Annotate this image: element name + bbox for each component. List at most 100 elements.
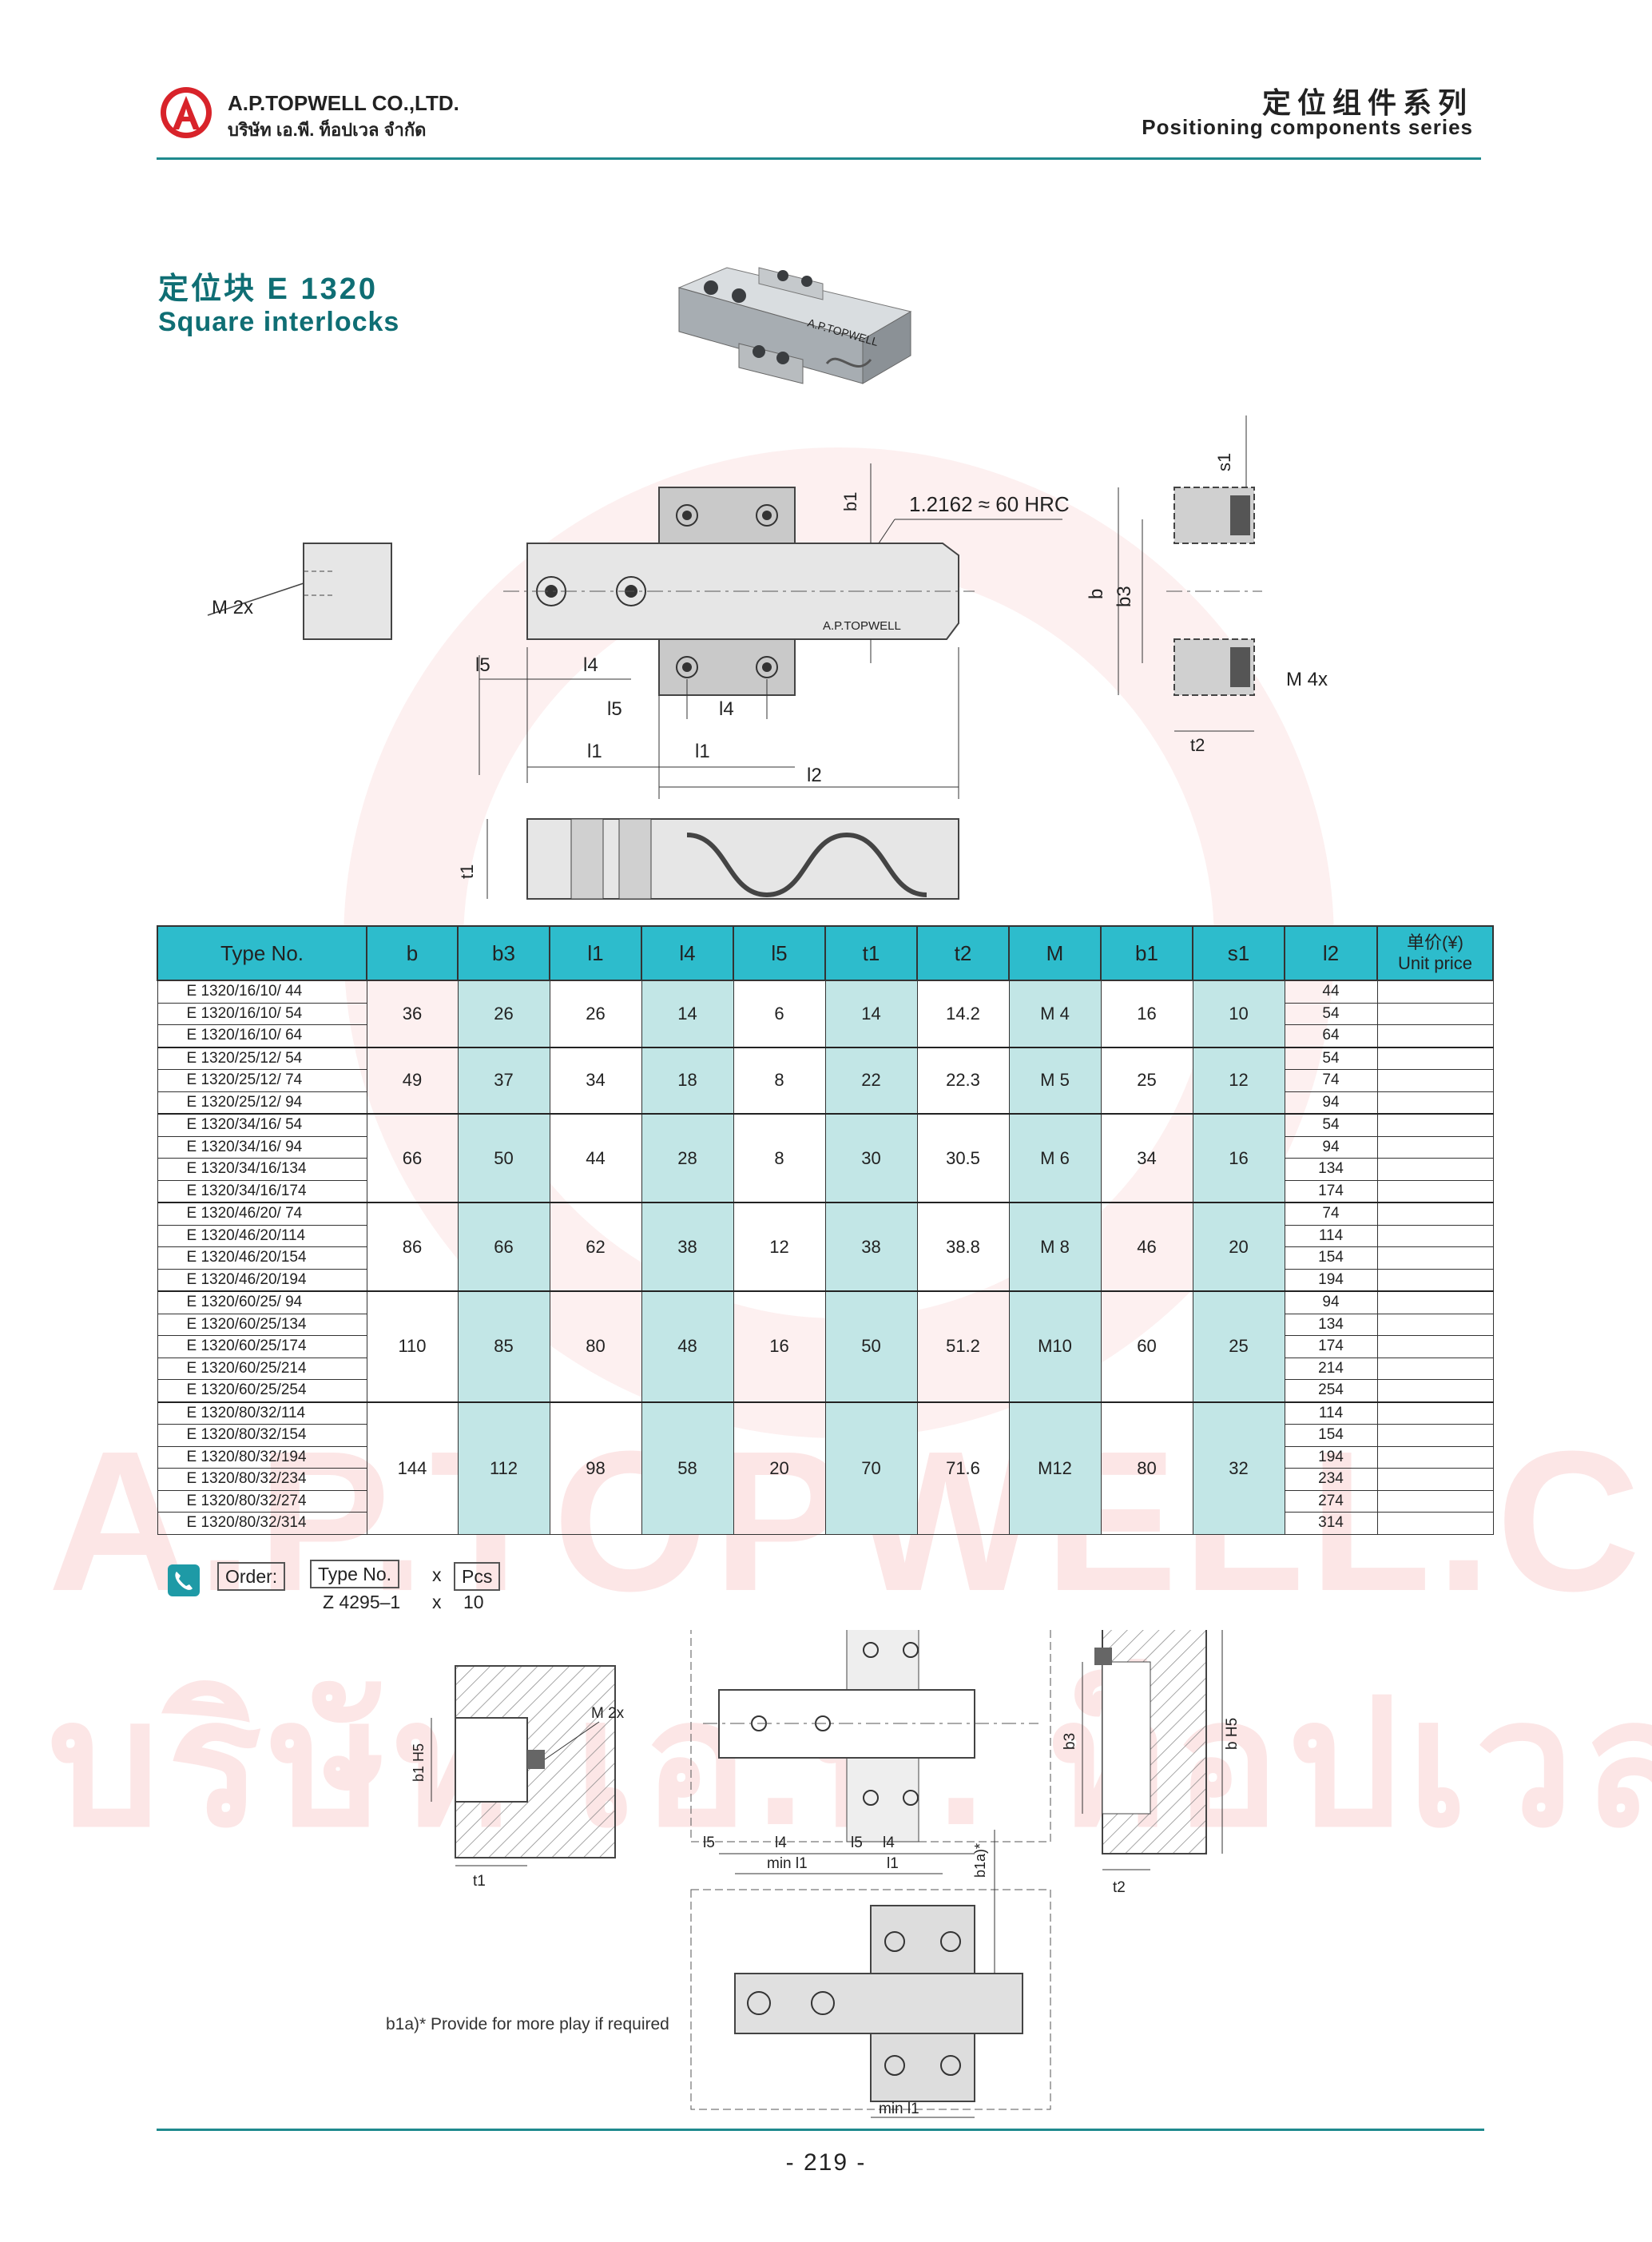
installation-drawing: M 2x b1 H5 t1 l5 l4 l5 l4 min l1 l1 M 4x…: [411, 1630, 1241, 2118]
label-material: 1.2162 ≈ 60 HRC: [909, 492, 1070, 516]
l2-cell: 134: [1284, 1158, 1378, 1181]
svg-text:l4: l4: [775, 1835, 787, 1851]
t1-cell: 14: [824, 980, 918, 1047]
svg-text:b1a)*: b1a)*: [972, 1843, 988, 1878]
l2-cell: 64: [1284, 1024, 1378, 1047]
price-cell: [1376, 1424, 1494, 1447]
t1-cell: 50: [824, 1290, 918, 1402]
t2-cell: 38.8: [916, 1202, 1010, 1292]
l2-cell: 94: [1284, 1290, 1378, 1314]
l2-cell: 194: [1284, 1445, 1378, 1469]
t1-cell: 70: [824, 1401, 918, 1535]
label-m4x: M 4x: [1286, 669, 1328, 690]
drawing-brand: A.P.TOPWELL: [823, 619, 901, 633]
company-name: A.P.TOPWELL CO.,LTD.: [228, 91, 459, 115]
order-example-qty: 10: [463, 1592, 484, 1612]
l1-cell: 98: [549, 1401, 642, 1535]
price-cell: [1376, 1091, 1494, 1115]
col-header-type: Type No.: [157, 925, 367, 981]
price-cell: [1376, 1489, 1494, 1513]
type-cell: E 1320/16/10/ 64: [157, 1024, 367, 1047]
b-cell: 86: [366, 1202, 459, 1292]
l2-cell: 94: [1284, 1091, 1378, 1115]
l2-cell: 54: [1284, 1046, 1378, 1070]
company-name-thai: บริษัท เอ.พี. ท็อปเวล จำกัด: [228, 120, 427, 140]
type-cell: E 1320/25/12/ 54: [157, 1046, 367, 1070]
page-number: - 219 -: [785, 2149, 867, 2176]
price-cell: [1376, 1445, 1494, 1469]
m-cell: M10: [1008, 1290, 1102, 1402]
svg-text:b3: b3: [1114, 586, 1135, 607]
price-cell: [1376, 1268, 1494, 1292]
price-cell: [1376, 1179, 1494, 1203]
price-cell: [1376, 1002, 1494, 1025]
order-label: Order:: [217, 1562, 286, 1591]
t2-cell: 14.2: [916, 980, 1010, 1047]
svg-text:b H5: b H5: [1224, 1718, 1241, 1750]
phone-icon: [168, 1564, 200, 1596]
type-cell: E 1320/80/32/234: [157, 1468, 367, 1491]
svg-text:b: b: [1086, 589, 1107, 599]
s1-cell: 32: [1192, 1401, 1285, 1535]
price-cell: [1376, 1357, 1494, 1380]
t1-cell: 30: [824, 1113, 918, 1203]
b1-cell: 25: [1100, 1046, 1193, 1115]
svg-text:l1: l1: [587, 741, 602, 762]
col-header-s1: s1: [1192, 925, 1285, 981]
svg-text:s1: s1: [1214, 453, 1234, 471]
price-cell: [1376, 1335, 1494, 1358]
type-cell: E 1320/80/32/314: [157, 1512, 367, 1535]
b1-cell: 16: [1100, 980, 1193, 1047]
l1-cell: 26: [549, 980, 642, 1047]
l2-cell: 174: [1284, 1179, 1378, 1203]
type-cell: E 1320/25/12/ 94: [157, 1091, 367, 1115]
price-cell: [1376, 1313, 1494, 1336]
l2-cell: 114: [1284, 1224, 1378, 1247]
label-m2x: M 2x: [212, 597, 253, 618]
type-cell: E 1320/80/32/154: [157, 1424, 367, 1447]
col-header-b1: b1: [1100, 925, 1193, 981]
company-logo: [161, 87, 212, 138]
t2-cell: 51.2: [916, 1290, 1010, 1402]
l2-cell: 54: [1284, 1002, 1378, 1025]
order-times: x: [432, 1564, 442, 1585]
l5-cell: 20: [733, 1401, 826, 1535]
svg-text:min l1: min l1: [879, 2101, 919, 2117]
svg-text:l4: l4: [583, 654, 598, 676]
col-header-l4: l4: [641, 925, 734, 981]
product-title: Square interlocks: [158, 307, 400, 337]
footnote: b1a)* Provide for more play if required: [386, 2015, 669, 2033]
col-header-l1: l1: [549, 925, 642, 981]
type-cell: E 1320/60/25/214: [157, 1357, 367, 1380]
product-title-cn: 定位块 E 1320: [158, 272, 378, 306]
l2-cell: 44: [1284, 980, 1378, 1004]
order-example-type: Z 4295–1: [323, 1592, 401, 1612]
price-cell: [1376, 1024, 1494, 1047]
b3-cell: 37: [457, 1046, 550, 1115]
price-cell: [1376, 1468, 1494, 1491]
svg-text:l1: l1: [887, 1855, 899, 1872]
svg-text:l5: l5: [475, 654, 490, 676]
l2-cell: 234: [1284, 1468, 1378, 1491]
table-row: E 1320/16/10/ 64 64: [157, 1024, 1494, 1047]
order-pcs-label: Pcs: [454, 1562, 501, 1591]
col-header-l5: l5: [733, 925, 826, 981]
order-example-times: x: [432, 1592, 442, 1612]
l1-cell: 62: [549, 1202, 642, 1292]
l5-cell: 6: [733, 980, 826, 1047]
b3-cell: 66: [457, 1202, 550, 1292]
svg-text:l5: l5: [607, 698, 622, 720]
type-cell: E 1320/46/20/194: [157, 1268, 367, 1292]
type-cell: E 1320/16/10/ 44: [157, 980, 367, 1004]
l2-cell: 274: [1284, 1489, 1378, 1513]
m-cell: M 4: [1008, 980, 1102, 1047]
